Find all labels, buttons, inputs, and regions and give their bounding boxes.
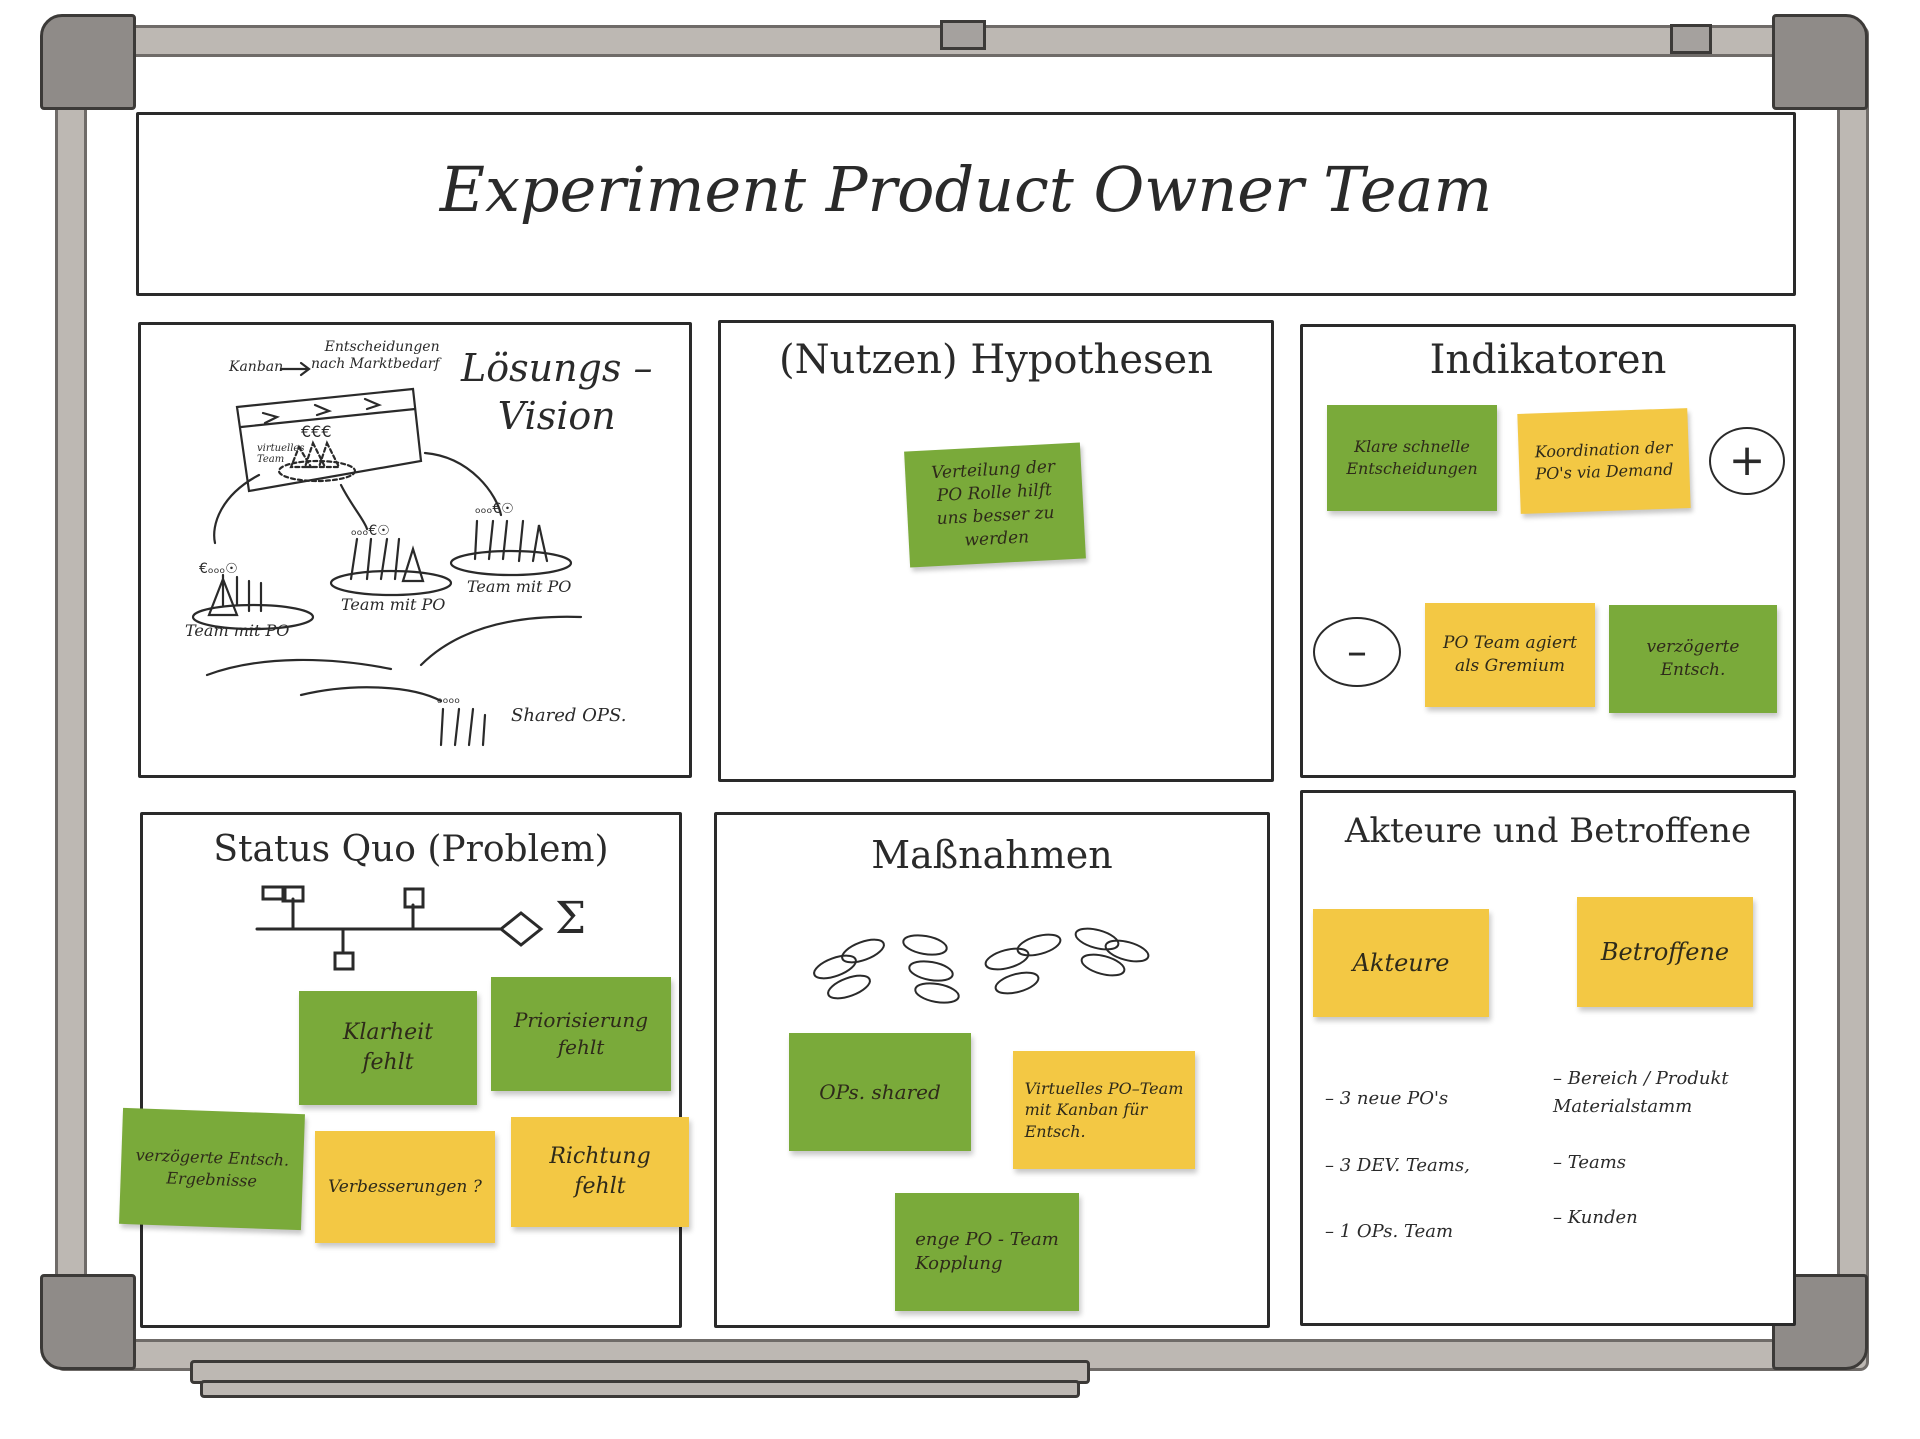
title-panel: Experiment Product Owner Team	[136, 112, 1796, 296]
fishbone-diagram-icon	[255, 885, 544, 971]
sticky-note: OPs. shared	[789, 1033, 971, 1151]
list-item: – 3 neue PO's	[1325, 1088, 1449, 1110]
panel-actors-title: Akteure und Betroffene	[1344, 811, 1752, 851]
frame-clip	[940, 20, 986, 50]
euro-coin-icon: €€€	[301, 422, 332, 441]
marker-tray-lower	[200, 1380, 1080, 1398]
vision-sketch: €€€ €ₒₒₒ☉ ₒₒₒ€☉ ₒₒₒ€☉ ₒₒₒₒ	[191, 361, 583, 747]
panel-hypotheses-title: (Nutzen) Hypothesen	[779, 337, 1213, 383]
affected-list: – Bereich / Produkt Materialstamm – Team…	[1553, 1037, 1729, 1260]
sticky-note: Virtuelles PO–Team mit Kanban für Entsch…	[1013, 1051, 1195, 1169]
sticky-note: verzögerte Entsch.	[1609, 605, 1777, 713]
kanban-board-icon	[235, 387, 423, 493]
sketch-label-team-3: Team mit PO	[467, 577, 572, 596]
sketch-label-shared-ops: Shared OPS.	[511, 705, 627, 726]
sticky-note: Richtung fehlt	[511, 1117, 689, 1227]
sketch-label-decisions: Entscheidungen nach Marktbedarf	[311, 339, 440, 372]
sticky-note: verzögerte Entsch. Ergebnisse	[119, 1107, 305, 1231]
sticky-note: Klarheit fehlt	[299, 991, 477, 1105]
actors-list: – 3 neue PO's – 3 DEV. Teams, – 1 OPs. T…	[1325, 1049, 1470, 1282]
sketch-label-kanban: Kanban	[229, 359, 284, 375]
panel-vision-title: Lösungs – Vision	[461, 346, 653, 438]
sticky-note: Priorisierung fehlt	[491, 977, 671, 1091]
svg-text:ₒₒₒₒ: ₒₒₒₒ	[437, 691, 460, 707]
sketch-label-virtual-team: virtuelles Team	[257, 443, 305, 465]
team-group-icon	[289, 440, 341, 469]
panel-indicators: Indikatoren Klare schnelle Entscheidunge…	[1300, 324, 1796, 778]
sticky-note: enge PO - Team Kopplung	[895, 1193, 1079, 1311]
svg-text:ₒₒₒ€☉: ₒₒₒ€☉	[475, 501, 514, 517]
plus-icon: +	[1709, 427, 1785, 495]
panel-hypotheses: (Nutzen) Hypothesen Verteilung der PO Ro…	[718, 320, 1274, 782]
frame-corner-top-left	[40, 14, 136, 110]
panel-actors: Akteure und Betroffene Akteure Betroffen…	[1300, 790, 1796, 1326]
frame-corner-top-right	[1772, 14, 1868, 110]
sketch-label-team-2: Team mit PO	[341, 595, 446, 614]
sigma-icon: Σ	[555, 893, 587, 944]
footprints-icon	[813, 927, 1150, 1004]
page-title: Experiment Product Owner Team	[439, 153, 1493, 226]
panel-status-quo: Status Quo (Problem) Σ Klarheit fehlt Pr…	[119, 812, 689, 1328]
list-item: – Bereich / Produkt Materialstamm	[1553, 1067, 1729, 1117]
sticky-note: Betroffene	[1577, 897, 1753, 1007]
frame-corner-bottom-left	[40, 1274, 136, 1370]
sticky-note: Akteure	[1313, 909, 1489, 1017]
sticky-note: Verteilung der PO Rolle hilft uns besser…	[904, 442, 1086, 568]
panel-measures-title: Maßnahmen	[871, 833, 1113, 877]
sticky-note: PO Team agiert als Gremium	[1425, 603, 1595, 707]
panel-measures: Maßnahmen OPs. shared Virtuelles PO–Team…	[714, 812, 1270, 1328]
sticky-note: Verbesserungen ?	[315, 1131, 495, 1243]
minus-icon: –	[1313, 617, 1401, 687]
panel-indicators-title: Indikatoren	[1429, 337, 1667, 383]
svg-text:€ₒₒₒ☉: €ₒₒₒ☉	[199, 561, 238, 577]
panel-status-quo-title: Status Quo (Problem)	[213, 829, 609, 870]
sticky-note: Klare schnelle Entscheidungen	[1327, 405, 1497, 511]
sticky-note: Koordination der PO's via Demand	[1517, 408, 1691, 514]
svg-text:ₒₒₒ€☉: ₒₒₒ€☉	[351, 523, 390, 539]
panel-vision: Lösungs – Vision Kanban Entscheidungen n…	[138, 322, 692, 778]
frame-clip	[1670, 24, 1712, 54]
arrow-icon	[279, 361, 311, 377]
list-item: – Kunden	[1553, 1207, 1638, 1229]
list-item: – 3 DEV. Teams,	[1325, 1154, 1470, 1176]
list-item: – 1 OPs. Team	[1325, 1221, 1454, 1243]
list-item: – Teams	[1553, 1151, 1627, 1173]
